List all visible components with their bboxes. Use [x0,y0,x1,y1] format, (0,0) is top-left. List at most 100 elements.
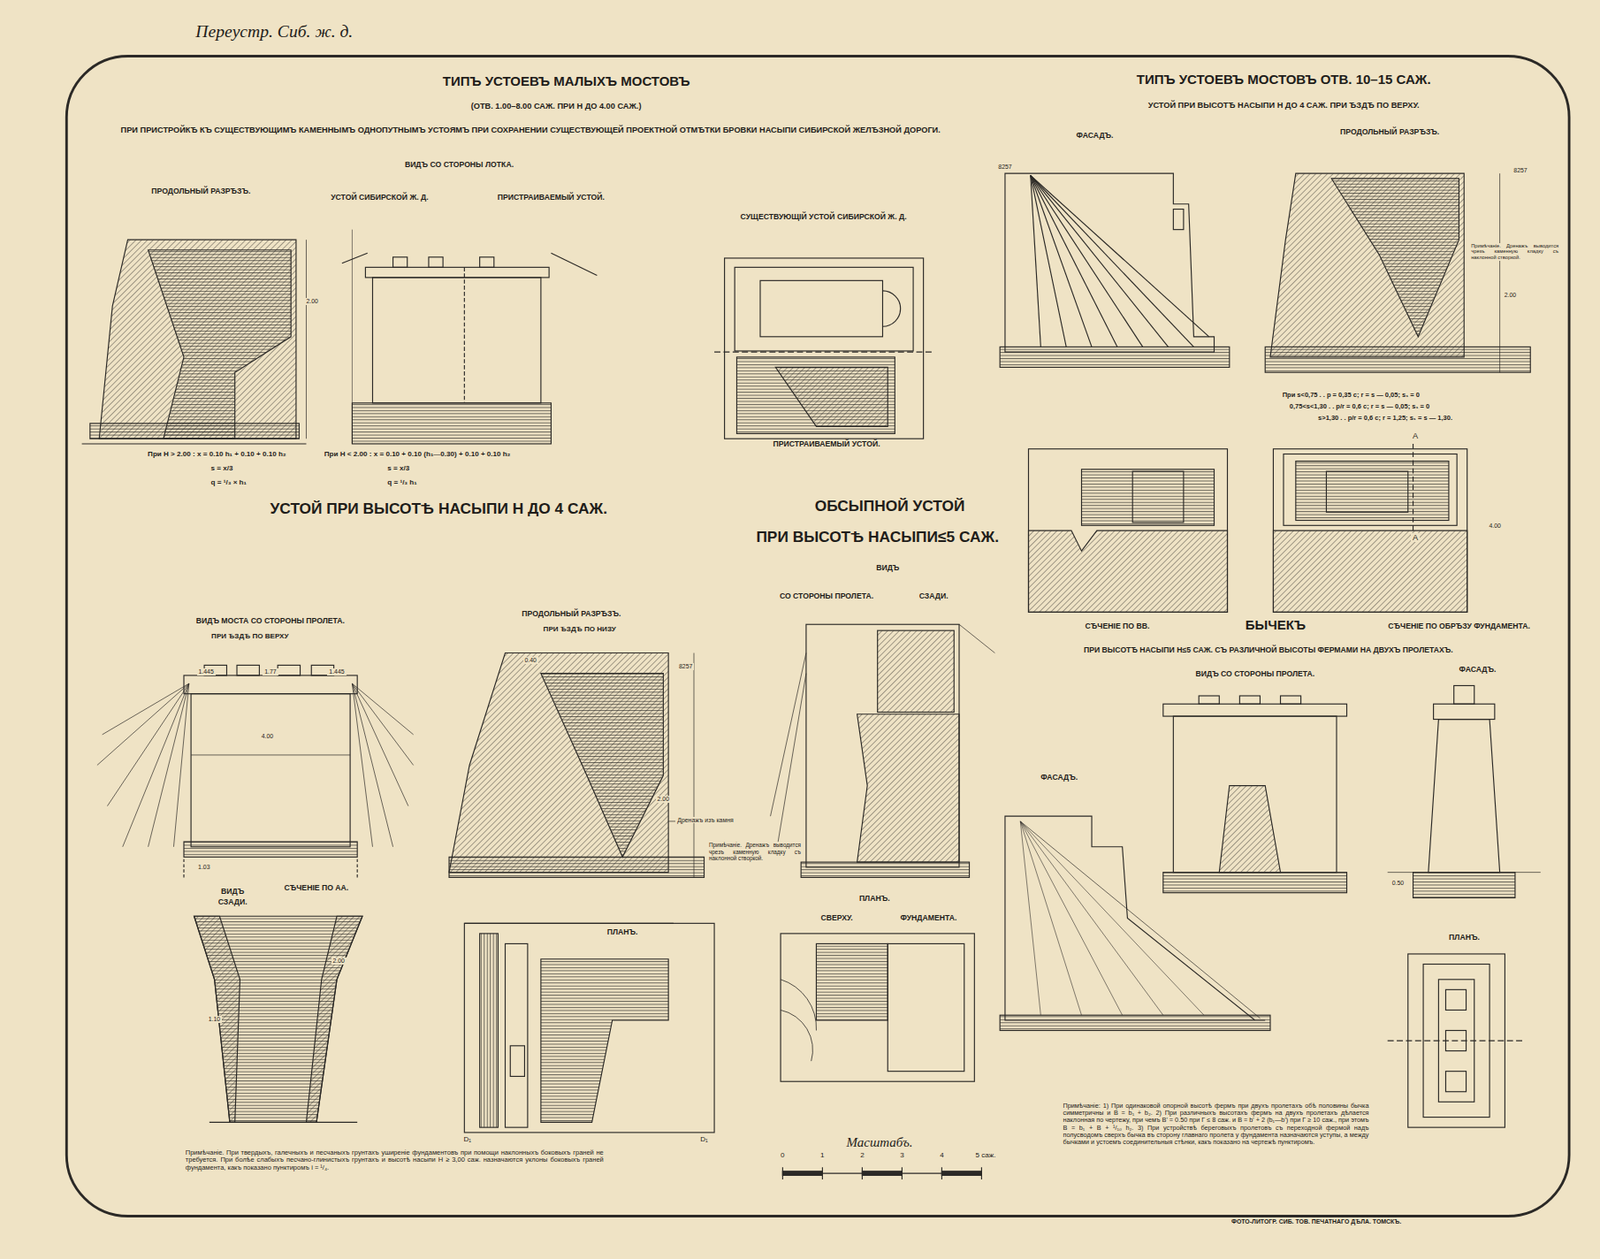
pier-plan [1387,953,1526,1128]
drawing-label: D₁ [698,1135,710,1143]
drawing-label: (ОТВ. 1.00–8.00 САЖ. ПРИ Н ДО 4.00 САЖ.) [469,101,644,112]
drawing-label: ФАСАДЪ. [1457,665,1499,675]
spill-abutment-view-part [877,630,955,712]
bridge-span-view-part-part [148,683,190,847]
drawing-label: ПРИСТРАИВАЕМЫЙ УСТОЙ. [771,440,883,450]
scale-bar-part [901,1166,903,1180]
bridge-span-view-part [190,693,351,847]
spill-abutment-view-part [806,624,960,868]
drawing-label: ВИДЪ [874,563,901,573]
bridge-span-view-part [277,664,300,676]
section-heading: Масштабъ. [845,1135,915,1151]
drawing-label: ФОТО-ЛИТОГР. СИБ. ТОВ. ПЕЧАТНАГО ДѢЛА. Т… [1229,1218,1403,1226]
scale-bar-part [861,1171,902,1176]
drawing-label: ФАСАДЪ. [1038,773,1080,783]
section-heading: Переустр. Сиб. ж. д. [193,22,355,43]
long-section-large-top [1264,173,1531,373]
long-section-large-top-part [1264,346,1531,373]
section-heading: УСТОЙ ПРИ ВЫСОТѢ НАСЫПИ Н ДО 4 САЖ. [268,500,610,519]
long-section-small-part [82,442,307,444]
drawing-label: Дренажъ изъ камня [675,816,736,824]
bridge-span-view [97,664,414,877]
note-text: Примѣчаніе. Дренажъ выводится чрезъ каме… [1469,243,1561,261]
bridge-span-view-part-part [351,683,373,847]
existing-abutment-plan-part [760,280,883,336]
drawing-label: 2.00 [331,957,347,965]
drawing-label: 8257 [1511,167,1529,175]
long-section-large-top-part [1499,173,1501,373]
drawing-label: УСТОЙ ПРИ ВЫСОТѢ НАСЫПИ Н ДО 4 САЖ. ПРИ … [1146,100,1422,111]
drawing-label: s = x/3 [209,464,236,473]
bridge-span-view-part [97,683,414,847]
drawing-label: 1.445 [197,668,216,676]
existing-abutment-plan-part [736,357,895,435]
existing-abutment-plan-part [775,366,888,427]
drawing-label: q = ¹/₃ h₁ [385,478,419,487]
scale-bar [782,1166,982,1180]
pier-span-view-part [1239,695,1260,704]
facade-large-top [999,173,1230,367]
face-view-small [342,229,597,444]
drawing-label: ПРИСТРАИВАЕМЫЙ УСТОЙ. [495,193,607,203]
drawing-label: 8257 [996,163,1014,171]
pier-facade-part [1428,719,1501,873]
drawing-label: 5 саж. [974,1150,999,1159]
pier-plan-part [1387,1039,1526,1041]
spill-abutment-view [770,624,996,877]
long-section-small-part [99,239,297,439]
face-view-small-part [480,257,495,268]
bridge-span-view-part [357,859,359,878]
drawing-label: 1 [818,1150,827,1159]
drawing-label: СО СТОРОНЫ ПРОЛЕТА. [777,592,876,602]
engineering-drawing-part [66,55,1570,1216]
drawing-label: 2.00 [1502,291,1518,299]
bridge-span-view-part-part [173,683,189,847]
section-foundation-part [1272,530,1467,612]
long-section-small-part [148,250,292,439]
drawing-label: При H > 2.00 : x = 0.10 h₁ + 0.10 + 0.10… [145,449,288,458]
plan-middle-part [505,943,528,1128]
facade-lower-part [1020,821,1204,1015]
long-section-middle-part [693,653,694,878]
facade-large-top-part [1030,175,1195,347]
drawing-label: ВИДЪ СО СТОРОНЫ ПРОЛЕТА. [1194,670,1318,679]
section-heading: ПРИ ВЫСОТѢ НАСЫПИ≤5 САЖ. [754,528,1001,547]
spill-abutment-view-part [857,714,960,862]
scale-bar-part [861,1166,863,1180]
pier-span-view-part [1163,703,1348,717]
pier-span-view-part [1163,872,1348,893]
pier-facade-part [1433,703,1495,719]
facade-large-top-part [1030,175,1169,347]
drawing-label: ПРИ ПРИСТРОЙКѢ КЪ СУЩЕСТВУЮЩИМЪ КАМЕННЫМ… [119,125,943,136]
section-foundation-part [1283,454,1457,526]
drawing-label: s>1,30 . . p/r = 0,6 c; r = 1,25; s₁ = s… [1316,414,1455,423]
drawing-label: ПЛАНЪ. [857,894,892,904]
facade-lower-part [1020,821,1164,1015]
drawing-label: 1.03 [196,863,212,871]
bridge-span-view-part [182,859,184,878]
drawing-label: УСТОЙ СИБИРСКОЙ Ж. Д. [328,193,430,203]
pier-span-view-part [1219,785,1280,873]
drawing-label: СѢЧЕНІЕ ПО AA. [282,883,351,893]
drawing-label: ПЛАНЪ. [1447,933,1482,943]
plan-middle [464,922,715,1133]
bridge-span-view-part [183,675,358,694]
section-heading: ТИПЪ УСТОЕВЪ МОСТОВЪ ОТВ. 10–15 САЖ. [1135,71,1433,87]
spill-abutment-view-part [959,624,995,653]
drawing-label: ПЛАНЪ. [605,928,640,938]
long-section-large-top-part [1331,178,1459,337]
facade-large-top-part [1005,173,1215,352]
pier-span-view [1163,695,1348,893]
drawing-label: ПРОДОЛЬНЫЙ РАЗРѢЗЪ. [149,187,252,197]
drawing-label: ПРИ ѢЗДѢ ПО ВЕРХУ [209,632,290,640]
pier-facade-part [1387,871,1541,873]
bridge-span-view-part-part [122,683,190,847]
pier-facade [1387,685,1541,898]
drawing-label: 8257 [677,662,694,671]
section-heading: БЫЧЕКЪ [1243,617,1308,633]
drawing-label: 2.00 [655,795,671,803]
drawing-label: ВИДЪ [219,887,246,897]
pier-plan-part [1445,989,1466,1010]
long-section-middle-part [449,856,704,877]
drawing-label: ПРОДОЛЬНЫЙ РАЗРѢЗЪ. [519,609,623,619]
